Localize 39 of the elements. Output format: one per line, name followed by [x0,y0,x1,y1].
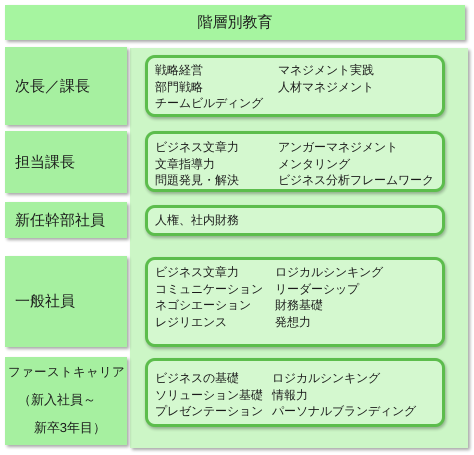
course-item: 文章指導力 [155,156,215,172]
level-box: 次長／課長 [5,47,127,125]
course-item: アンガーマネジメント [278,139,398,156]
course-item: ソリューション基礎 [155,386,263,403]
level-box: 新任幹部社員 [5,202,127,238]
course-item: ビジネス文章力 [155,264,239,280]
header-band: 階層別教育 [5,5,465,40]
course-item: ビジネス文章力 [155,139,239,156]
level-note: （新入社員～新卒3年目） [18,391,106,437]
level-box: 一般社員 [5,256,127,347]
course-box [145,55,445,117]
level-box [5,357,127,445]
course-item: パーソナルブランディング [272,403,416,420]
course-item: 問題発見・解決 [155,172,239,188]
course-item: チームビルディング [155,95,263,112]
course-item: 人権、社内財務 [155,212,239,228]
course-item: 財務基礎 [275,297,323,314]
course-item: メンタリング [278,156,350,172]
course-item: 部門戦略 [155,78,203,95]
course-item: リーダーシップ [275,280,359,297]
course-item: プレゼンテーション [155,403,263,420]
course-item: ロジカルシンキング [275,264,383,280]
course-item: ネゴシエーション [155,297,251,314]
course-item: 戦略経営 [155,62,203,78]
course-item: レジリエンス [155,314,227,330]
level-label: ファーストキャリア [8,364,125,381]
course-item: ビジネス分析フレームワーク [278,172,434,188]
course-item: コミュニケーション [155,280,263,297]
course-item: 情報力 [272,386,308,403]
course-item: ロジカルシンキング [272,370,380,386]
course-item: ビジネスの基礎 [155,370,239,386]
course-box [145,205,445,236]
course-item: マネジメント実践 [278,62,374,78]
course-item: 発想力 [275,314,311,330]
course-box [145,257,445,347]
course-box [145,131,445,192]
course-box [145,358,445,427]
course-item: 人材マネジメント [278,78,374,95]
level-box: 担当課長 [5,131,127,193]
